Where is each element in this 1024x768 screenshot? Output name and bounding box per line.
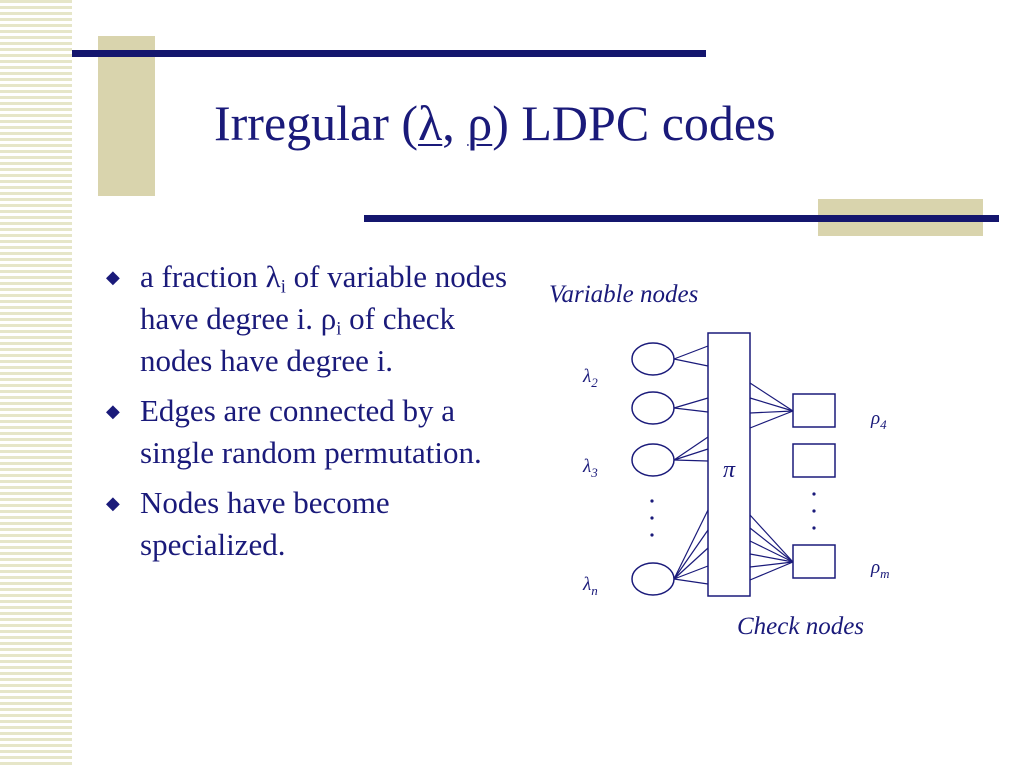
- variable-node: [631, 342, 675, 376]
- bullet-list: ◆ a fraction λi of variable nodes have d…: [106, 256, 526, 574]
- variable-edges: [673, 345, 709, 585]
- diamond-bullet-icon: ◆: [106, 267, 120, 287]
- bullet-text-part: a fraction: [140, 259, 266, 294]
- title-sep: ,: [442, 95, 468, 151]
- variable-node: [631, 391, 675, 425]
- bullet-item: ◆ Edges are connected by a single random…: [106, 390, 526, 474]
- tanner-graph-diagram: Variable nodes π: [549, 281, 890, 640]
- bullet-text: Nodes have become specialized.: [140, 485, 390, 562]
- diamond-bullet-icon: ◆: [106, 493, 120, 513]
- subscript-i: i: [336, 318, 342, 340]
- rho-m-label: ρm: [870, 557, 890, 581]
- permutation-label: π: [723, 457, 736, 483]
- lambda-3-label: λ3: [582, 456, 598, 480]
- bottom-rule: [364, 215, 999, 222]
- lambda-n-label: λn: [582, 574, 598, 598]
- check-nodes-label: Check nodes: [737, 613, 864, 640]
- lambda-2-label: λ2: [582, 366, 598, 390]
- bullet-item: ◆ a fraction λi of variable nodes have d…: [106, 256, 526, 382]
- slide-title: Irregular (λ, ρ) LDPC codes: [214, 94, 776, 152]
- variable-nodes-label: Variable nodes: [549, 281, 698, 308]
- variable-ellipsis: [650, 499, 654, 537]
- title-suffix: ) LDPC codes: [492, 95, 776, 151]
- bullet-text-part: of variable nodes have degree i.: [140, 259, 508, 336]
- check-ellipsis: [812, 492, 816, 530]
- check-node: [792, 393, 836, 428]
- top-rule: [72, 50, 706, 57]
- lambda-symbol: λ: [265, 259, 281, 294]
- rho-symbol: ρ: [320, 301, 337, 336]
- title-lambda: λ: [418, 95, 443, 151]
- subscript-i: i: [280, 276, 286, 298]
- bullet-item: ◆ Nodes have become specialized.: [106, 482, 526, 566]
- left-stripe-decoration: [0, 0, 72, 768]
- permutation-box: [707, 332, 751, 597]
- check-edges: [749, 382, 794, 581]
- title-prefix: Irregular (: [214, 95, 419, 151]
- title-rho: ρ: [467, 95, 493, 151]
- diamond-bullet-icon: ◆: [106, 401, 120, 421]
- variable-node: [631, 562, 675, 596]
- variable-node: [631, 443, 675, 477]
- top-accent-block: [98, 36, 155, 196]
- rho-4-label: ρ4: [870, 408, 887, 432]
- check-node: [792, 443, 836, 478]
- bullet-text-part: of check nodes have degree i.: [140, 301, 455, 378]
- check-node: [792, 544, 836, 579]
- bullet-text: Edges are connected by a single random p…: [140, 393, 482, 470]
